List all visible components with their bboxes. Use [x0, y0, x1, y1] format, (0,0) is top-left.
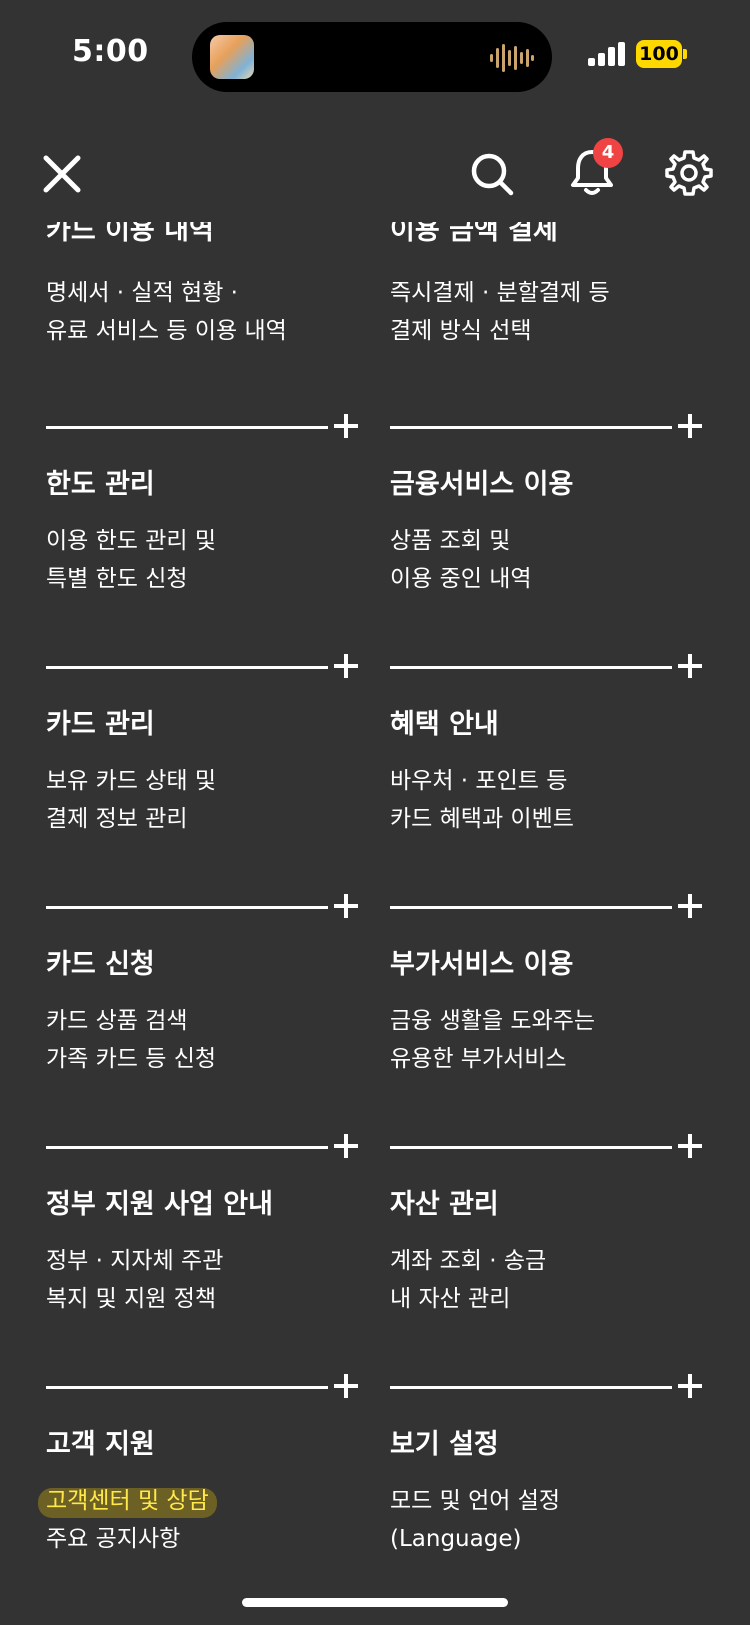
search-icon[interactable]	[468, 150, 516, 198]
section-title[interactable]: 카드 관리	[46, 709, 155, 740]
customer-center-link[interactable]: 고객센터 및 상담	[38, 1482, 217, 1520]
section-divider	[46, 666, 328, 669]
section-title[interactable]: 보기 설정	[390, 1429, 499, 1460]
close-icon[interactable]	[38, 150, 86, 198]
section-divider	[390, 1146, 672, 1149]
notification-badge: 4	[593, 138, 623, 168]
home-indicator[interactable]	[242, 1598, 508, 1607]
section-divider	[390, 666, 672, 669]
section-title[interactable]: 카드 신청	[46, 949, 155, 980]
audio-waveform-icon	[490, 44, 534, 72]
section-title[interactable]: 고객 지원	[46, 1429, 155, 1460]
battery-icon: 100	[636, 40, 682, 68]
plus-icon[interactable]	[334, 654, 358, 678]
section-title[interactable]: 부가서비스 이용	[390, 949, 574, 980]
notice-link[interactable]: 주요 공지사항	[46, 1526, 181, 1552]
plus-icon[interactable]	[334, 414, 358, 438]
cellular-signal-icon	[588, 42, 625, 66]
section-desc-payment: 즉시결제 · 분할결제 등 결제 방식 선택	[390, 280, 610, 344]
section-title-card-usage[interactable]: 카드 이용 내역	[46, 222, 214, 246]
plus-icon[interactable]	[334, 1374, 358, 1398]
section-divider	[46, 1146, 328, 1149]
section-divider	[390, 906, 672, 909]
plus-icon[interactable]	[334, 1134, 358, 1158]
status-time: 5:00	[72, 34, 149, 69]
now-playing-artwork	[210, 35, 254, 79]
gear-icon[interactable]	[664, 148, 714, 198]
plus-icon[interactable]	[678, 1134, 702, 1158]
section-desc: 고객센터 및 상담 주요 공지사항	[38, 1482, 217, 1558]
section-divider	[46, 906, 328, 909]
section-desc-card-usage: 명세서 · 실적 현황 · 유료 서비스 등 이용 내역	[46, 280, 287, 344]
section-divider	[46, 1386, 328, 1389]
plus-icon[interactable]	[678, 894, 702, 918]
section-divider	[390, 426, 672, 429]
battery-tip	[683, 49, 687, 59]
section-title[interactable]: 금융서비스 이용	[390, 469, 574, 500]
plus-icon[interactable]	[678, 414, 702, 438]
section-desc: 모드 및 언어 설정(Language)	[390, 1488, 561, 1552]
section-title[interactable]: 자산 관리	[390, 1189, 499, 1220]
section-title[interactable]: 혜택 안내	[390, 709, 499, 740]
section-divider	[390, 1386, 672, 1389]
dynamic-island[interactable]	[192, 22, 552, 92]
section-title-payment[interactable]: 이용 금액 결제	[390, 222, 558, 246]
section-title[interactable]: 한도 관리	[46, 469, 155, 500]
section-title[interactable]: 정부 지원 사업 안내	[46, 1189, 273, 1220]
plus-icon[interactable]	[334, 894, 358, 918]
status-bar: 5:00 100	[0, 0, 750, 110]
plus-icon[interactable]	[678, 654, 702, 678]
plus-icon[interactable]	[678, 1374, 702, 1398]
section-divider	[46, 426, 328, 429]
